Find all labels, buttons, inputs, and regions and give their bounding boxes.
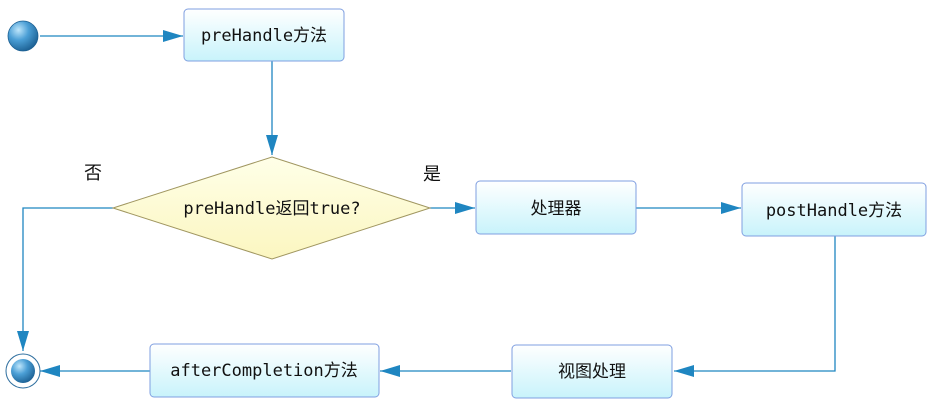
view-node: 视图处理 bbox=[511, 344, 673, 399]
aftercompletion-label: afterCompletion方法 bbox=[170, 361, 358, 381]
edges bbox=[17, 30, 836, 377]
start-node bbox=[7, 20, 39, 52]
prehandle-label: preHandle方法 bbox=[201, 26, 327, 46]
handler-node: 处理器 bbox=[475, 180, 637, 235]
view-label: 视图处理 bbox=[558, 362, 626, 382]
posthandle-node: postHandle方法 bbox=[741, 182, 927, 237]
decision-label: preHandle返回true? bbox=[183, 199, 360, 219]
end-node bbox=[5, 353, 41, 389]
prehandle-node: preHandle方法 bbox=[183, 8, 345, 62]
handler-label: 处理器 bbox=[531, 199, 582, 219]
branch-label-yes: 是 bbox=[423, 164, 441, 185]
edge-decision-no-to-end bbox=[17, 207, 113, 351]
decision-node: preHandle返回true? bbox=[111, 156, 432, 260]
aftercompletion-node: afterCompletion方法 bbox=[149, 343, 380, 398]
edge-posthandle-to-view bbox=[674, 236, 836, 377]
posthandle-label: postHandle方法 bbox=[766, 201, 902, 221]
branch-label-no: 否 bbox=[84, 163, 102, 184]
